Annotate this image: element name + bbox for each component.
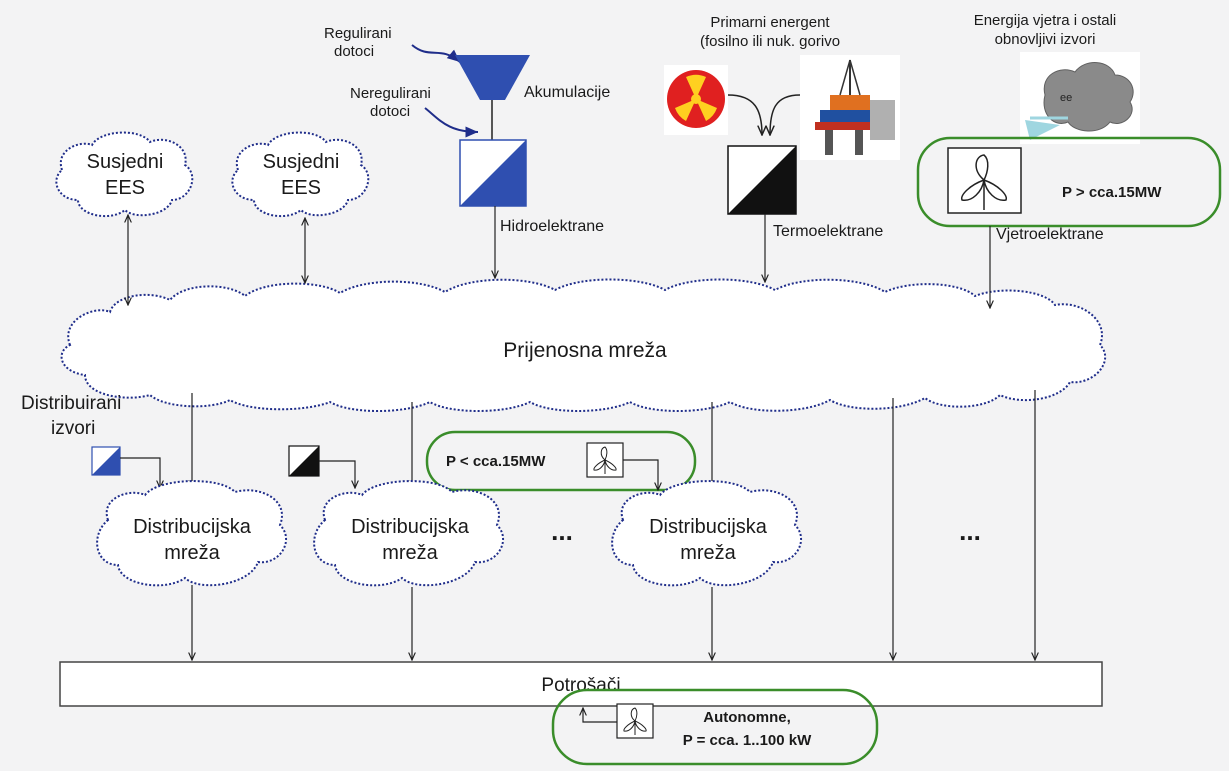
small-wind-frame <box>425 430 697 492</box>
oil-rig-icon <box>800 55 900 160</box>
autonomne-label-1: Autonomne, <box>703 709 791 726</box>
autonomous-wind-turbine-icon <box>616 703 654 739</box>
regulirani-label-2: dotoci <box>334 43 374 60</box>
wind-cloud-icon: ee <box>1020 52 1140 144</box>
autonomne-label-2: P = cca. 1..100 kW <box>683 732 812 749</box>
hydro-group: Regulirani dotoci Akumulacije Neregulira… <box>324 25 610 278</box>
wind-plant-frame <box>916 136 1222 228</box>
potrosaci-label: Potrošači <box>541 675 620 696</box>
ellipsis-2: ... <box>959 516 981 546</box>
susjedni-ees-2-line1: Susjedni <box>263 151 340 173</box>
distribucijska-1-line1: Distribucijska <box>133 516 252 538</box>
radiation-icon <box>664 65 728 135</box>
autonomne-frame <box>551 688 879 766</box>
susjedni-ees-2-line2: EES <box>281 177 321 199</box>
susjedni-ees-cloud-1: Susjedni EES <box>55 131 194 218</box>
regulirani-label-1: Regulirani <box>324 25 392 42</box>
distribucijska-1-line2: mreža <box>164 542 220 564</box>
svg-text:ee: ee <box>1060 92 1072 104</box>
distribucijska-3-line1: Distribucijska <box>649 516 768 538</box>
hidroelektrane-label: Hidroelektrane <box>500 218 604 235</box>
distributed-hydro-icon <box>91 446 121 476</box>
distribucijska-mreza-cloud-3: Distribucijska mreža <box>611 480 802 587</box>
wind-group: Energija vjetra i ostali obnovljivi izvo… <box>916 12 1222 308</box>
ellipsis-1: ... <box>551 516 573 546</box>
distribuirani-label-2: izvori <box>51 418 95 439</box>
distribucijska-mreza-cloud-2: Distribucijska mreža <box>313 480 504 587</box>
susjedni-ees-1-line2: EES <box>105 177 145 199</box>
thermal-group: Primarni energent (fosilno ili nuk. gori… <box>664 14 900 282</box>
potrosaci-box: Potrošači <box>59 661 1103 707</box>
distributed-thermal-icon <box>288 445 320 477</box>
wind-turbine-icon <box>947 147 1022 214</box>
regulirani-inflow-arrow <box>411 44 461 63</box>
primarni-label-2: (fosilno ili nuk. gorivo <box>700 33 840 50</box>
hydro-plant-icon <box>459 139 527 207</box>
primarni-label-1: Primarni energent <box>710 14 830 31</box>
susjedni-ees-cloud-2: Susjedni EES <box>231 131 370 218</box>
prijenosna-mreza-label: Prijenosna mreža <box>503 339 667 362</box>
neregulirani-label-2: dotoci <box>370 103 410 120</box>
susjedni-ees-1-line1: Susjedni <box>87 151 164 173</box>
thermal-plant-icon <box>727 145 797 215</box>
reservoir-icon <box>455 55 530 100</box>
energija-vjetra-label-2: obnovljivi izvori <box>995 31 1096 48</box>
akumulacije-label: Akumulacije <box>524 84 610 101</box>
neregulirani-label-1: Neregulirani <box>350 85 431 102</box>
distribucijska-mreza-cloud-1: Distribucijska mreža <box>96 480 287 587</box>
distribucijska-2-line1: Distribucijska <box>351 516 470 538</box>
vjetroelektrane-label: Vjetroelektrane <box>996 226 1104 243</box>
neregulirani-inflow-arrow <box>424 107 479 138</box>
distribucijska-2-line2: mreža <box>382 542 438 564</box>
distribucijska-3-line2: mreža <box>680 542 736 564</box>
small-wind-turbine-icon <box>586 442 624 478</box>
energija-vjetra-label-1: Energija vjetra i ostali <box>974 12 1117 29</box>
termoelektrane-label: Termoelektrane <box>773 223 883 240</box>
prijenosna-mreza-cloud: Prijenosna mreža <box>60 278 1107 412</box>
distribuirani-label-1: Distribuirani <box>21 393 121 414</box>
small-wind-power-label: P < cca.15MW <box>446 453 546 470</box>
vjetro-power-label: P > cca.15MW <box>1062 184 1162 201</box>
